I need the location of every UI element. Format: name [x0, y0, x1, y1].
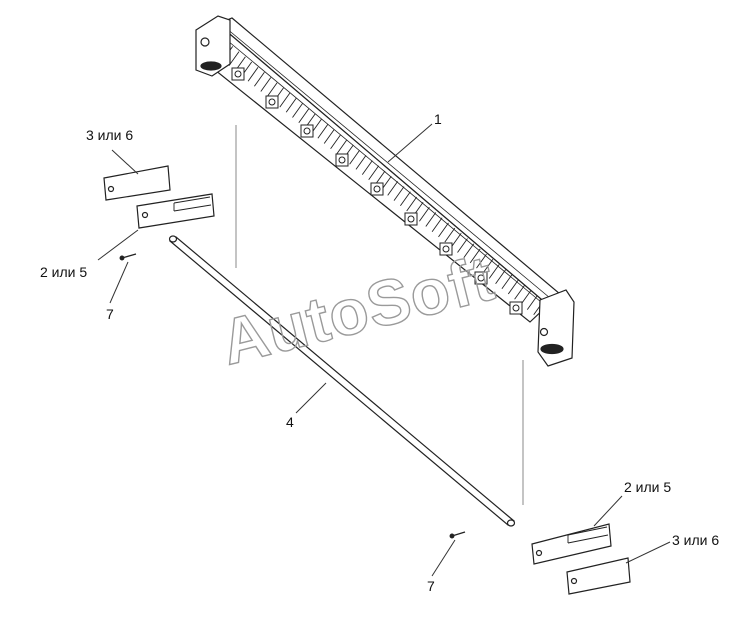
beam-tooth [336, 139, 348, 155]
beam-bolt-hole [338, 156, 346, 164]
beam-tooth [247, 66, 259, 82]
construction-lines [235, 125, 524, 505]
leader-3or6-top [111, 149, 139, 175]
beam-bolt-hole [234, 70, 242, 78]
beam-tooth [450, 233, 462, 248]
plate-slotted-bottom-outline [531, 523, 612, 565]
rod-end-bottom [506, 519, 516, 527]
callout-7-bottom: 7 [427, 578, 435, 594]
left-bracket-slot [200, 61, 222, 71]
beam-tooth [349, 149, 360, 165]
plate-slotted-top-hole [141, 211, 149, 219]
left-bracket-bolt [200, 37, 210, 47]
pin-bottom-head [449, 533, 455, 539]
beam-tooth [507, 279, 519, 295]
beam-tooth [323, 129, 335, 144]
beam-tooth [298, 108, 310, 123]
pin-top-head [119, 255, 125, 261]
beam-tooth [419, 207, 430, 222]
leader-lines [97, 123, 671, 577]
beam-tooth [463, 243, 475, 258]
beam-bolt-hole [303, 127, 311, 135]
plate-slot-line-d [567, 526, 608, 536]
beam-bolt-hole [512, 304, 520, 312]
pin-7-top [119, 253, 137, 261]
callout-7-top: 7 [106, 306, 114, 322]
leader-7-bottom [431, 539, 456, 577]
beam-tooth [355, 155, 367, 170]
beam-tooth [406, 196, 418, 212]
beam-tooth [444, 227, 456, 243]
beam-tooth [400, 191, 411, 207]
beam-tooth [425, 212, 437, 227]
plate-slot-line-b [173, 204, 212, 212]
beam-tooth [514, 284, 525, 300]
beam-tooth [526, 295, 538, 310]
callout-2or5-top: 2 или 5 [40, 264, 87, 280]
beam-tooth [317, 124, 329, 139]
plate-slot-line-e [567, 534, 609, 544]
beam-tooth [368, 165, 380, 181]
watermark-text: AutoSoft [214, 241, 501, 378]
plate-3-or-6-top [103, 165, 171, 201]
right-bracket-bolt [539, 327, 549, 337]
leader-4 [295, 382, 327, 414]
beam-bolt-hole [268, 98, 276, 106]
plate-top-hole [107, 185, 115, 193]
leader-2or5-top [97, 229, 139, 261]
beam-tooth [279, 92, 291, 108]
pin-7-bottom [449, 531, 466, 539]
beam-tooth [228, 51, 240, 66]
callout-2or5-bottom: 2 или 5 [624, 479, 671, 495]
beam-tooth [457, 238, 468, 253]
plate-bottom-outline [566, 557, 631, 595]
plate-bottom-hole [570, 577, 578, 585]
beam-tooth [387, 181, 399, 196]
rod-part-4 [168, 235, 516, 527]
leader-1 [387, 123, 433, 163]
beam-tooth [488, 264, 500, 279]
rod-end-top [168, 235, 178, 243]
left-end-bracket [195, 15, 231, 77]
beam-bolt-hole [442, 245, 450, 253]
leader-3or6-bottom [625, 541, 671, 564]
beam-tooth [361, 160, 373, 175]
leader-7-top [109, 261, 129, 304]
beam-tooth [520, 290, 532, 305]
callout-1: 1 [434, 111, 442, 127]
callout-3or6-top: 3 или 6 [86, 127, 133, 143]
beam-tooth [285, 98, 297, 113]
beam-tooth [495, 269, 506, 284]
plate-3-or-6-bottom [566, 557, 631, 595]
beam-bolts [231, 67, 523, 315]
leader-2or5-bottom [593, 495, 623, 527]
plate-slot-line-a [173, 196, 211, 204]
beam-tooth [393, 186, 405, 201]
beam-rail-line [225, 27, 557, 304]
callout-3or6-bottom: 3 или 6 [672, 532, 719, 548]
beam-tooth [438, 222, 449, 238]
right-bracket-slot [540, 343, 564, 355]
beam-tooth [482, 259, 494, 274]
plate-2-or-5-top [136, 193, 215, 229]
beam-tooth [266, 82, 278, 97]
plate-2-or-5-bottom [531, 523, 612, 565]
callout-4: 4 [286, 414, 294, 430]
beam-bolt-hole [407, 215, 415, 223]
beam-bolt-hole [373, 185, 381, 193]
beam-tooth [254, 72, 265, 87]
beam-tooth [476, 253, 487, 269]
beam-tooth [260, 77, 272, 92]
beam-tooth [292, 103, 303, 118]
beam-tooth [501, 274, 513, 290]
plate-top-outline [103, 165, 171, 201]
beam-tooth [431, 217, 443, 232]
plate-slotted-bottom-hole [535, 549, 543, 557]
beam-bolt-hole [477, 274, 485, 282]
beam-tooth [330, 134, 341, 149]
beam-tooth [469, 248, 481, 264]
